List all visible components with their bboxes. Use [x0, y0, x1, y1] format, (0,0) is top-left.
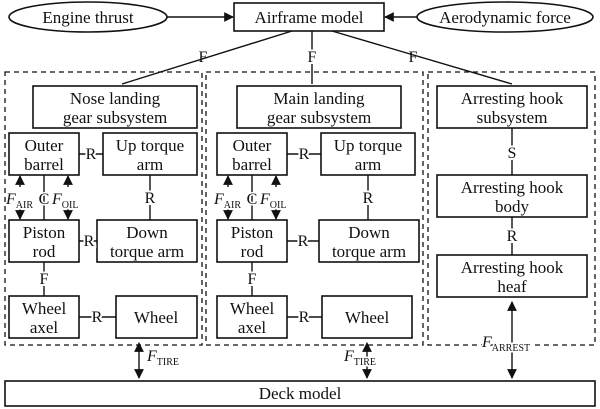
main-title-box	[236, 85, 402, 129]
nose-down-torque-line1: Down	[126, 223, 168, 242]
nose-piston-line2: rod	[33, 242, 56, 261]
nose-wheel-axel-box	[8, 295, 80, 339]
hook-group: Arresting hook subsystem S Arresting hoo…	[436, 85, 588, 379]
main-up-torque-line1: Up torque	[334, 136, 402, 155]
main-r-piston-down: R	[298, 233, 309, 250]
main-r-up-down: R	[363, 190, 374, 207]
airframe-to-hook-line	[331, 30, 513, 85]
f-label-right: F	[409, 49, 418, 66]
main-gear-group: Main landing gear subsystem Outer barrel…	[212, 85, 420, 379]
nose-c-label: C	[39, 191, 50, 208]
nose-gear-group: Nose landing gear subsystem Outer barrel…	[4, 85, 198, 379]
nose-title-line1: Nose landing	[70, 89, 161, 108]
main-f-tire: FTIRE	[343, 348, 376, 368]
hook-heaf-line1: Arresting hook	[461, 258, 564, 277]
nose-r-piston-down: R	[84, 233, 95, 250]
main-outer-barrel-line1: Outer	[233, 136, 272, 155]
nose-wheel-axel-line1: Wheel	[22, 299, 67, 318]
nose-r-outer-up: R	[86, 146, 97, 163]
nose-down-torque-line2: torque arm	[110, 242, 184, 261]
main-up-torque-line2: arm	[355, 155, 381, 174]
nose-up-torque-line2: arm	[137, 155, 163, 174]
main-gear-panel	[205, 71, 424, 346]
hook-s-label: S	[508, 145, 517, 162]
nose-outer-barrel-line2: barrel	[24, 155, 64, 174]
nose-up-torque-line1: Up torque	[116, 136, 184, 155]
main-wheel-box	[321, 295, 413, 339]
hook-heaf-box	[436, 254, 588, 298]
nose-f-tire: FTIRE	[146, 348, 179, 368]
hook-heaf-line2: heaf	[497, 277, 527, 296]
nose-outer-barrel-line1: Outer	[25, 136, 64, 155]
main-piston-line1: Piston	[231, 223, 274, 242]
hook-f-arrest: FARREST	[481, 334, 530, 354]
nose-f-piston-wheel: F	[40, 271, 49, 288]
nose-f-oil: FOIL	[51, 191, 78, 211]
nose-title-box	[32, 85, 198, 129]
airframe-to-nose-line	[121, 30, 293, 85]
hook-r-label: R	[507, 228, 518, 245]
main-f-oil: FOIL	[259, 191, 286, 211]
nose-r-axel-wheel: R	[92, 309, 103, 326]
nose-f-air: FAIR	[5, 191, 33, 211]
hook-body-line2: body	[495, 197, 530, 216]
hook-body-line1: Arresting hook	[461, 178, 564, 197]
main-piston-line2: rod	[241, 242, 264, 261]
main-outer-barrel-line2: barrel	[232, 155, 272, 174]
nose-wheel-label: Wheel	[134, 308, 179, 327]
main-c-label: C	[247, 191, 258, 208]
main-wheel-axel-line2: axel	[238, 318, 267, 337]
main-down-torque-line1: Down	[348, 223, 390, 242]
airframe-model-box	[233, 2, 385, 32]
nose-piston-rod-box	[8, 219, 80, 263]
main-f-air: FAIR	[213, 191, 241, 211]
nose-r-up-down: R	[145, 190, 156, 207]
nose-down-torque-box	[96, 219, 198, 263]
f-label-middle: F	[308, 49, 317, 66]
aerodynamic-force-label: Aerodynamic force	[439, 8, 571, 27]
main-r-outer-up: R	[299, 146, 310, 163]
main-wheel-label: Wheel	[345, 308, 390, 327]
nose-piston-line1: Piston	[23, 223, 66, 242]
deck-model-box	[4, 380, 596, 407]
hook-subsystem-box	[436, 85, 588, 129]
main-wheel-axel-box	[216, 295, 288, 339]
main-down-torque-line2: torque arm	[332, 242, 406, 261]
nose-wheel-axel-line2: axel	[30, 318, 59, 337]
hook-body-box	[436, 174, 588, 218]
main-f-piston-wheel: F	[248, 271, 257, 288]
engine-thrust-label: Engine thrust	[42, 8, 133, 27]
deck-model-label: Deck model	[259, 384, 342, 403]
main-outer-barrel-box	[216, 132, 288, 176]
main-wheel-axel-line1: Wheel	[230, 299, 275, 318]
hook-subsystem-line2: subsystem	[477, 108, 548, 127]
airframe-model-label: Airframe model	[254, 8, 363, 27]
nose-gear-panel	[4, 71, 203, 346]
nose-title-line2: gear subsystem	[63, 108, 167, 127]
main-r-axel-wheel: R	[299, 309, 310, 326]
nose-wheel-box	[115, 295, 198, 339]
main-title-line1: Main landing	[273, 89, 365, 108]
main-title-line2: gear subsystem	[267, 108, 371, 127]
hook-subsystem-line1: Arresting hook	[461, 89, 564, 108]
main-down-torque-box	[318, 219, 420, 263]
f-label-left: F	[199, 49, 208, 66]
